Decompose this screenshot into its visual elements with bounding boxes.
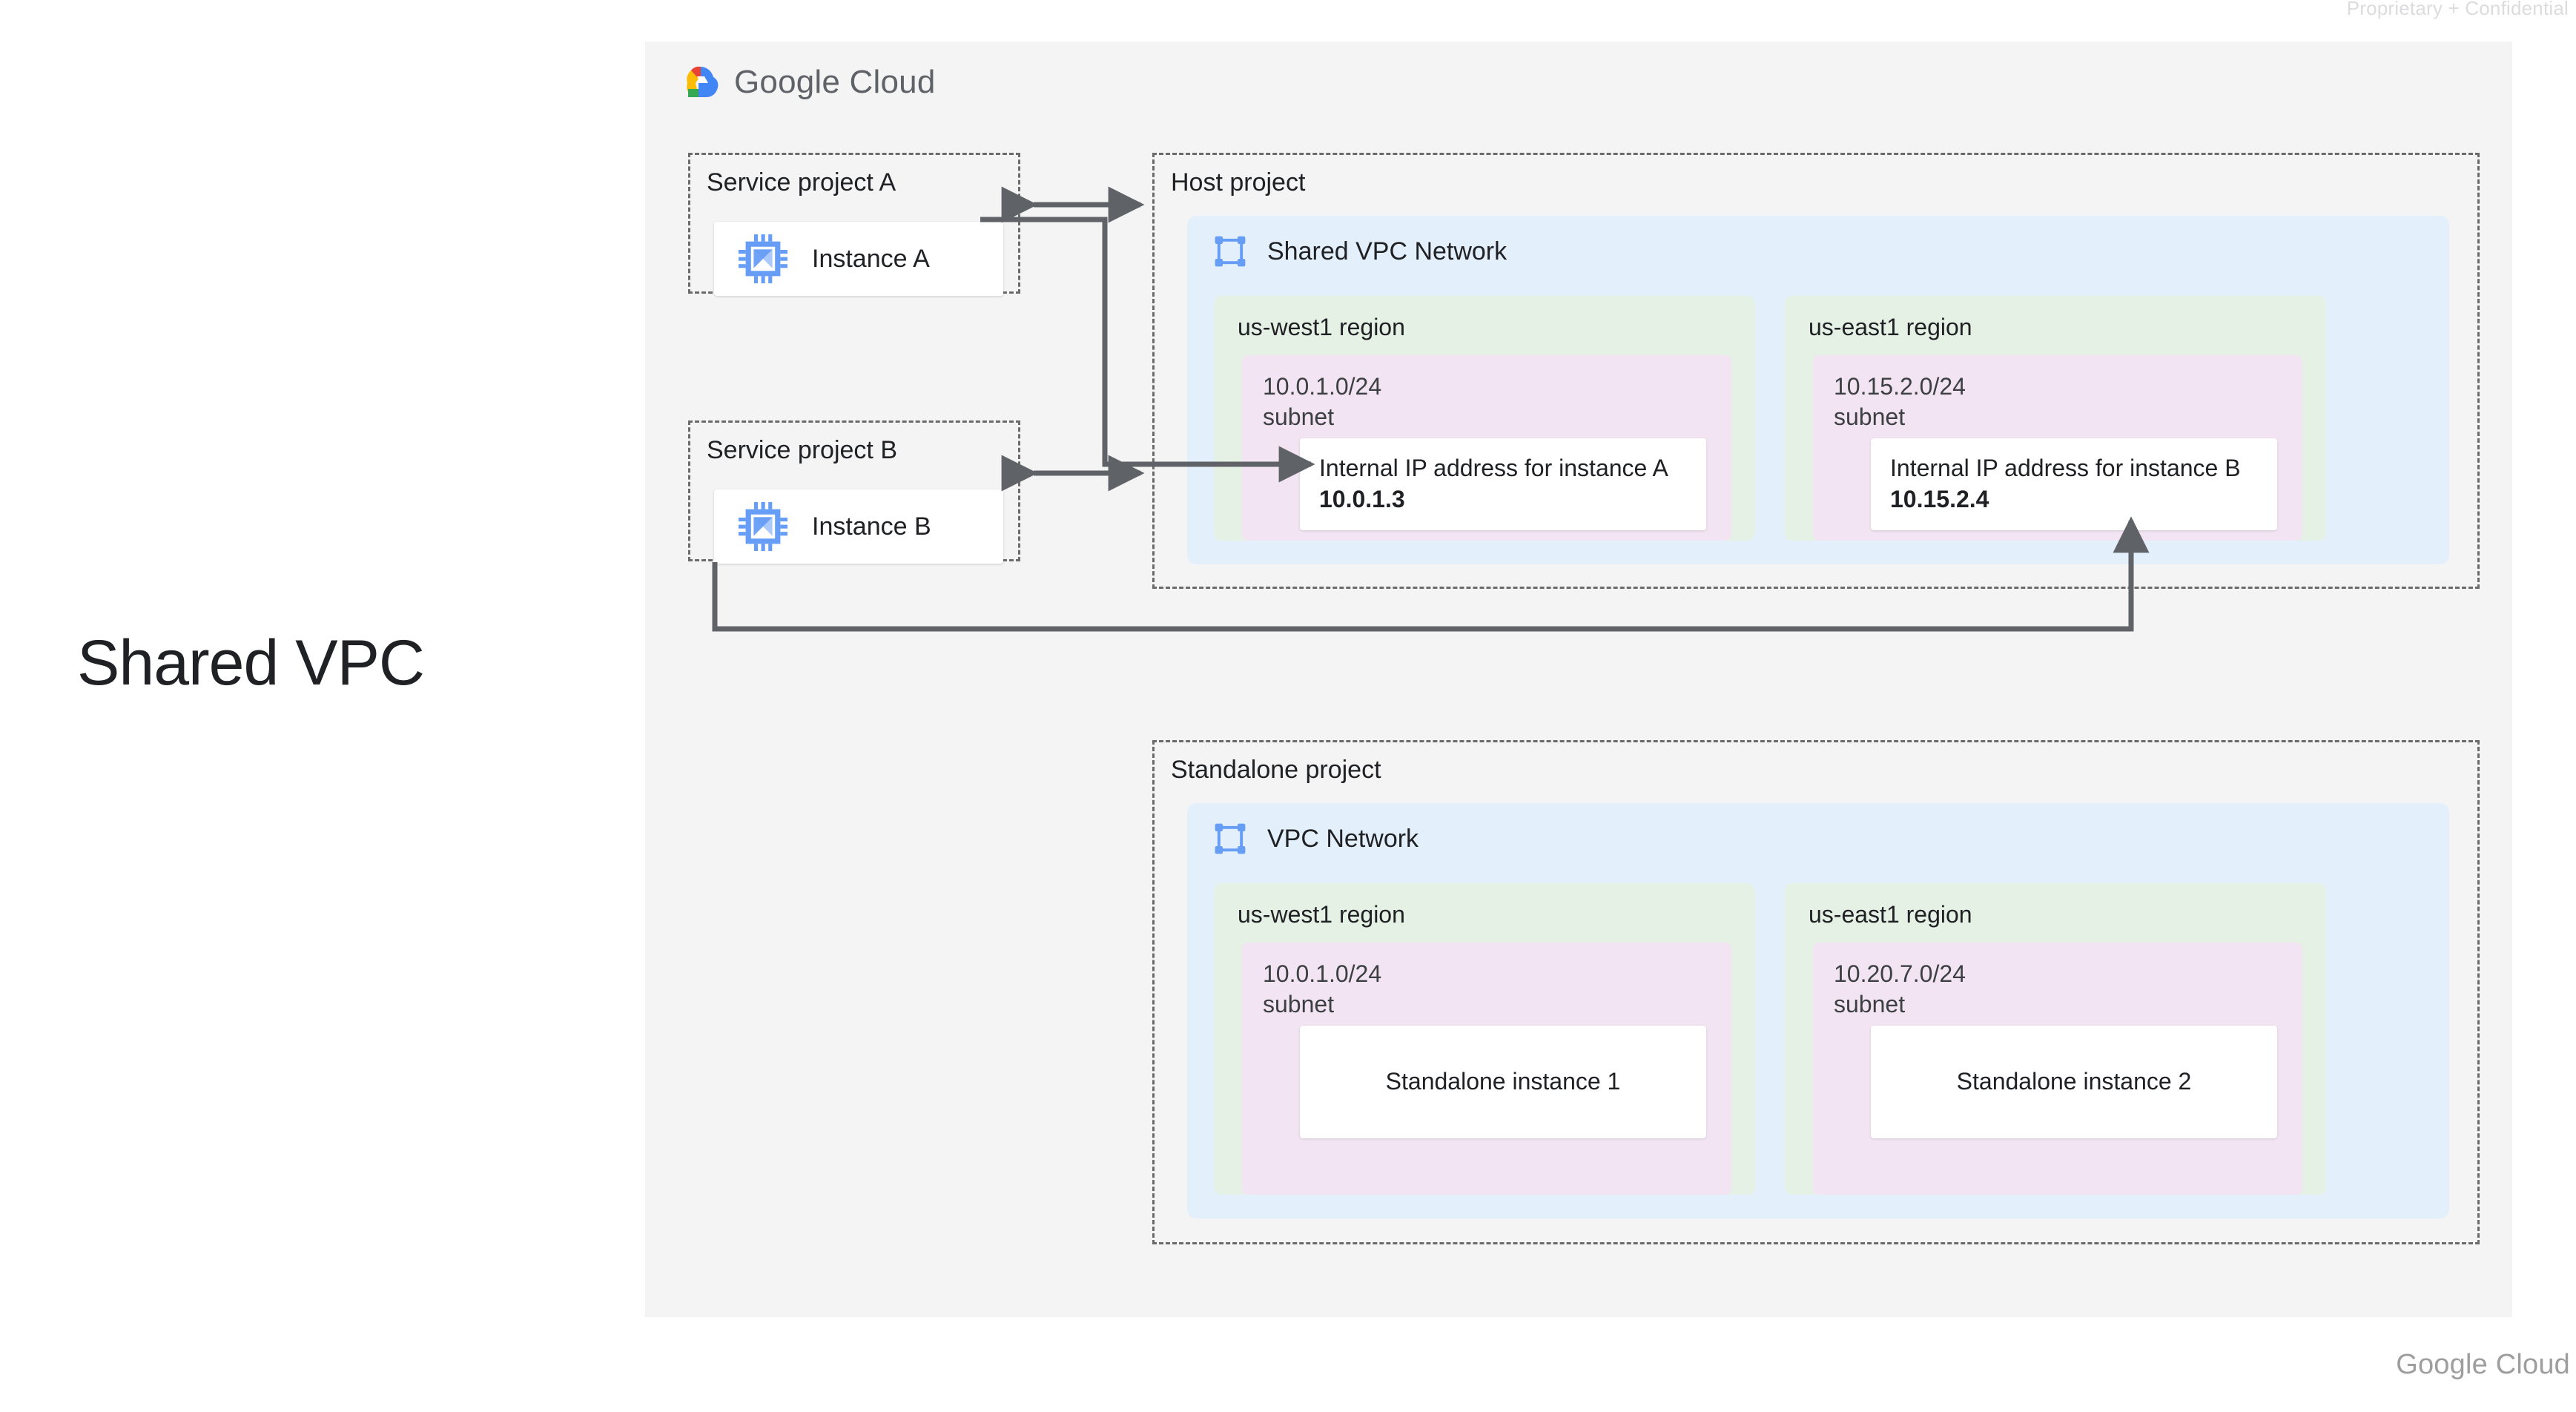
host-subnet-us-east1-cidr: 10.15.2.0/24 subnet [1834,373,1966,430]
vpc-network-icon [1211,232,1249,271]
instance-b-card[interactable]: Instance B [714,489,1003,564]
standalone-subnet-us-east1-cidr: 10.20.7.0/24 subnet [1834,960,1966,1017]
standalone-subnet-us-west1: 10.0.1.0/24 subnet Standalone instance 1 [1242,943,1731,1195]
shared-vpc-network: Shared VPC Network us-west1 region 10.0.… [1187,216,2449,564]
standalone-instance-1-label: Standalone instance 1 [1385,1068,1621,1095]
standalone-subnet-us-east1: 10.20.7.0/24 subnet Standalone instance … [1813,943,2302,1195]
standalone-instance-2-label: Standalone instance 2 [1956,1068,2192,1095]
host-region-us-east1: us-east1 region 10.15.2.0/24 subnet Inte… [1785,296,2326,541]
host-instance-a-ip-box[interactable]: Internal IP address for instance A 10.0.… [1300,438,1706,530]
standalone-region-us-west1-title: us-west1 region [1238,901,1405,928]
standalone-subnet-us-west1-cidr: 10.0.1.0/24 subnet [1263,960,1382,1017]
instance-a-label: Instance A [812,244,930,273]
host-instance-a-ip-value: 10.0.1.3 [1319,486,1405,512]
host-subnet-us-west1-cidr: 10.0.1.0/24 subnet [1263,373,1382,430]
standalone-instance-1-box[interactable]: Standalone instance 1 [1300,1026,1706,1138]
service-project-a-title: Service project A [707,168,896,197]
host-instance-a-ip-prefix: Internal IP address for instance A [1319,455,1668,482]
logo-cloud-text: Cloud [849,64,936,100]
vm-instance-icon [736,232,790,286]
vm-instance-icon [736,500,790,553]
host-instance-b-ip-text: Internal IP address for instance B 10.15… [1871,453,2277,515]
standalone-vpc-network: VPC Network us-west1 region 10.0.1.0/24 … [1187,803,2449,1218]
host-instance-b-ip-prefix: Internal IP address for instance B [1890,455,2241,482]
standalone-project-container: Standalone project [1152,740,2480,1244]
standalone-vpc-network-header: VPC Network [1211,819,1419,858]
vpc-network-icon [1211,819,1249,858]
host-instance-b-ip-value: 10.15.2.4 [1890,486,1989,512]
service-project-a-container: Service project A Instance A [688,153,1020,296]
shared-vpc-network-header: Shared VPC Network [1211,232,1507,271]
footer-google-cloud-logo: Google Cloud [2396,1349,2570,1380]
shared-vpc-network-title: Shared VPC Network [1267,237,1507,265]
standalone-project-title: Standalone project [1171,756,1381,784]
instance-b-label: Instance B [812,512,931,541]
google-cloud-wordmark: Google Cloud [734,64,936,101]
service-project-b-container: Service project B Instance B [688,420,1020,564]
host-region-us-west1-title: us-west1 region [1238,314,1405,340]
standalone-region-us-east1-title: us-east1 region [1809,901,1972,928]
google-cloud-logo-icon [681,65,721,99]
standalone-region-us-east1: us-east1 region 10.20.7.0/24 subnet Stan… [1785,883,2326,1195]
google-cloud-header: Google Cloud [681,64,936,101]
host-subnet-us-east1: 10.15.2.0/24 subnet Internal IP address … [1813,355,2302,541]
host-instance-a-ip-text: Internal IP address for instance A 10.0.… [1300,453,1706,515]
standalone-vpc-network-title: VPC Network [1267,824,1419,853]
host-subnet-us-west1: 10.0.1.0/24 subnet Internal IP address f… [1242,355,1731,541]
host-project-title: Host project [1171,168,1306,197]
standalone-region-us-west1: us-west1 region 10.0.1.0/24 subnet Stand… [1214,883,1755,1195]
host-instance-b-ip-box[interactable]: Internal IP address for instance B 10.15… [1871,438,2277,530]
standalone-instance-2-box[interactable]: Standalone instance 2 [1871,1026,2277,1138]
instance-a-card[interactable]: Instance A [714,222,1003,296]
service-project-b-title: Service project B [707,436,897,464]
diagram-panel: Google Cloud Service project A I [645,42,2512,1317]
host-region-us-east1-title: us-east1 region [1809,314,1972,340]
confidential-notice: Proprietary + Confidential [2346,0,2569,19]
slide-title: Shared VPC [77,627,425,699]
logo-google-text: Google [734,64,841,100]
host-project-container: Host project [1152,153,2480,589]
host-region-us-west1: us-west1 region 10.0.1.0/24 subnet Inter… [1214,296,1755,541]
